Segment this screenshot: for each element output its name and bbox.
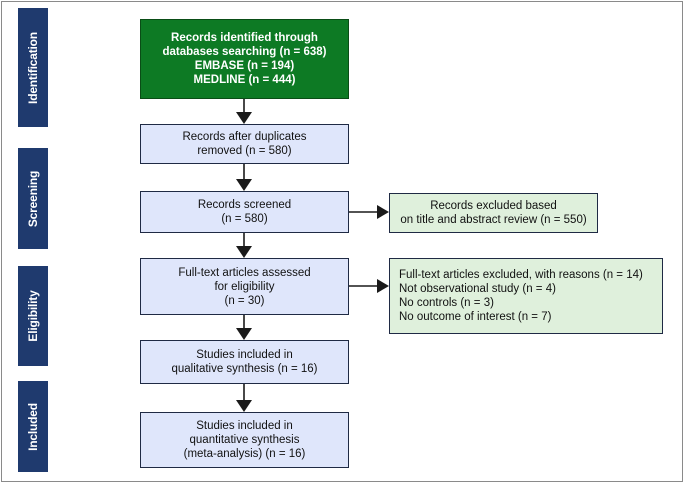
records-after-duplicates-text: Records after duplicates removed (n = 58… <box>182 131 307 157</box>
stage-screening: Screening <box>18 148 48 249</box>
quantitative-synthesis-text: Studies included in quantitative synthes… <box>183 420 306 460</box>
right-arrow-icon <box>377 205 389 219</box>
down-arrow-icon <box>236 112 252 124</box>
records-after-duplicates-box: Records after duplicates removed (n = 58… <box>140 124 349 164</box>
records-screened-box: Records screened (n = 580) <box>140 191 349 233</box>
qualitative-synthesis-box: Studies included in qualitative synthesi… <box>140 340 349 384</box>
records-identified-text: Records identified through databases sea… <box>162 32 327 86</box>
fulltext-excluded-box: Full-text articles excluded, with reason… <box>389 258 663 334</box>
down-arrow-icon <box>236 246 252 258</box>
records-excluded-box: Records excluded based on title and abst… <box>389 193 598 233</box>
records-excluded-text: Records excluded based on title and abst… <box>400 200 587 226</box>
fulltext-assessed-text: Full-text articles assessed for eligibil… <box>178 266 311 307</box>
stage-included: Included <box>18 381 48 472</box>
qualitative-synthesis-text: Studies included in qualitative synthesi… <box>171 349 318 375</box>
fulltext-assessed-box: Full-text articles assessed for eligibil… <box>140 258 349 315</box>
fulltext-excluded-text: Full-text articles excluded, with reason… <box>399 269 643 323</box>
down-arrow-icon <box>236 179 252 191</box>
stage-identification: Identification <box>18 8 48 127</box>
quantitative-synthesis-box: Studies included in quantitative synthes… <box>140 412 349 468</box>
down-arrow-icon <box>236 400 252 412</box>
records-screened-text: Records screened (n = 580) <box>197 199 292 225</box>
down-arrow-icon <box>236 328 252 340</box>
records-identified-box: Records identified through databases sea… <box>140 19 349 99</box>
stage-eligibility: Eligibility <box>18 266 48 366</box>
right-arrow-icon <box>377 279 389 293</box>
